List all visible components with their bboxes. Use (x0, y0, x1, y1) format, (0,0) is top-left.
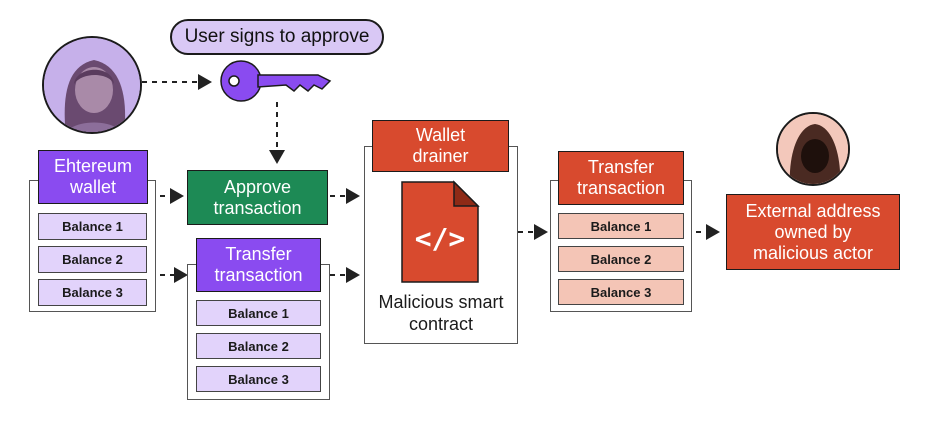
transfer-1-balance-1: Balance 1 (196, 300, 321, 326)
approve-transaction: Approve transaction (187, 170, 328, 225)
wallet-balance-3: Balance 3 (38, 279, 147, 306)
user-avatar (42, 36, 142, 134)
transfer-2-balance-1: Balance 1 (558, 213, 684, 239)
wallet-balance-2: Balance 2 (38, 246, 147, 273)
transfer-1-balance-2: Balance 2 (196, 333, 321, 359)
user-signs-label: User signs to approve (170, 19, 384, 55)
external-address: External address owned by malicious acto… (726, 194, 900, 270)
drainer-title: Wallet drainer (372, 120, 509, 172)
transfer-1-balance-3: Balance 3 (196, 366, 321, 392)
hooded-attacker-avatar (776, 112, 850, 186)
transfer-1-title: Transfer transaction (196, 238, 321, 292)
transfer-2-balance-2: Balance 2 (558, 246, 684, 272)
transfer-2-title: Transfer transaction (558, 151, 684, 205)
contract-caption: Malicious smart contract (378, 292, 504, 334)
wallet-title: Ehtereum wallet (38, 150, 148, 204)
code-document-icon (400, 180, 480, 284)
transfer-2-balance-3: Balance 3 (558, 279, 684, 305)
code-glyph: </> (414, 222, 466, 255)
key-icon (218, 58, 336, 104)
wallet-balance-1: Balance 1 (38, 213, 147, 240)
